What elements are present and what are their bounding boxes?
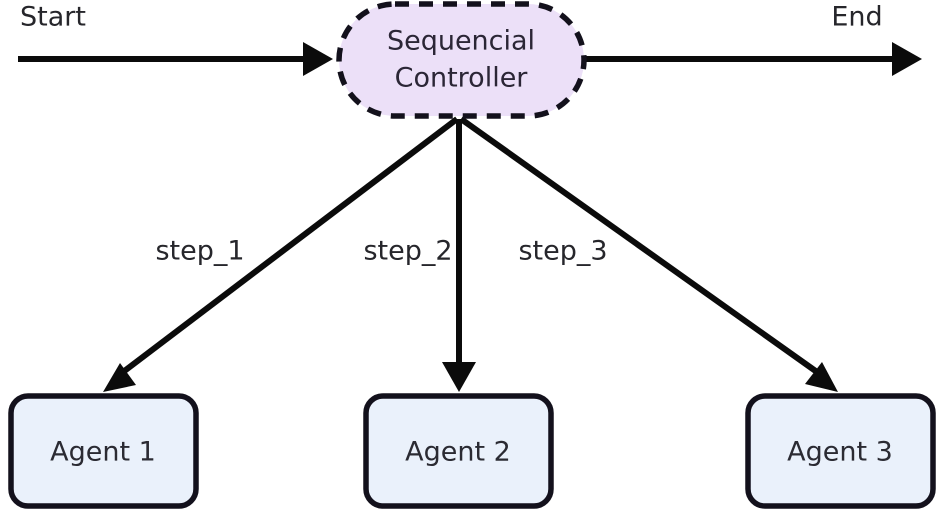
start-label: Start	[20, 2, 86, 33]
edge-controller-to-end	[586, 42, 922, 76]
edge-controller-agent-3-line	[459, 116, 819, 375]
edge-controller-end-arrowhead	[892, 42, 922, 76]
edge-controller-agent-1-arrowhead	[103, 363, 136, 392]
controller-shape[interactable]	[336, 1, 587, 119]
end-label: End	[831, 2, 882, 33]
edge-controller-to-agent-3	[459, 116, 838, 392]
node-agent-2[interactable]: Agent 2	[363, 393, 554, 509]
node-agent-1[interactable]: Agent 1	[8, 393, 199, 509]
edge-controller-agent-1-line	[121, 116, 459, 375]
node-agent-3[interactable]: Agent 3	[745, 393, 936, 509]
edge-label-step-2: step_2	[363, 236, 452, 267]
edge-label-step-3: step_3	[518, 236, 607, 267]
controller-label-line1: Sequencial	[387, 26, 535, 57]
agent-1-shape[interactable]	[8, 393, 199, 509]
agent-2-shape[interactable]	[363, 393, 554, 509]
agent-1-label: Agent 1	[50, 437, 156, 468]
edge-start-to-controller	[18, 42, 333, 76]
edge-start-controller-arrowhead	[303, 42, 333, 76]
edge-controller-agent-2-arrowhead	[442, 362, 476, 392]
edge-controller-agent-3-arrowhead	[805, 362, 838, 392]
node-sequential-controller[interactable]: Sequencial Controller	[336, 1, 587, 119]
edge-controller-to-agent-1	[103, 116, 459, 392]
edge-label-step-1: step_1	[155, 236, 244, 267]
controller-label-line2: Controller	[395, 63, 529, 94]
agent-3-shape[interactable]	[745, 393, 936, 509]
agent-3-label: Agent 3	[787, 437, 893, 468]
edge-controller-to-agent-2	[442, 119, 476, 392]
agent-2-label: Agent 2	[405, 437, 511, 468]
